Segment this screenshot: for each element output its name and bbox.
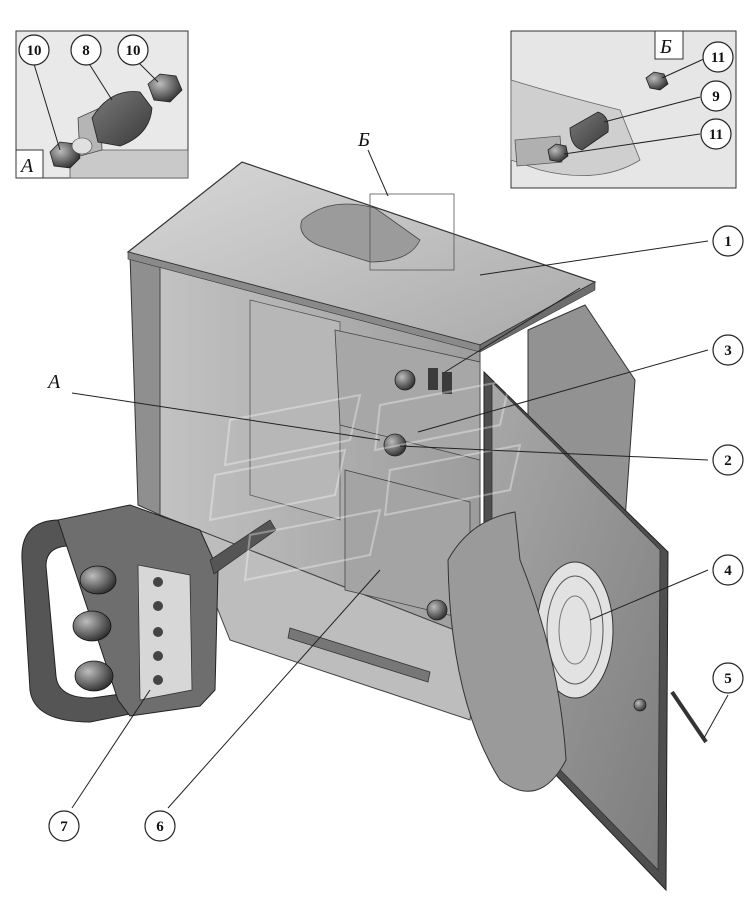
leader-11-bottom	[563, 133, 701, 155]
leader-1	[479, 240, 709, 276]
fuse-holder-body	[91, 91, 153, 147]
cabinet-left-wall	[129, 254, 161, 516]
leader-10-right	[137, 61, 159, 83]
leader-8	[87, 61, 113, 101]
view-b-marker	[369, 193, 455, 271]
callout-1-label: 1	[724, 234, 732, 250]
callout-c8: 8	[70, 34, 102, 66]
plug-pin-1	[79, 565, 117, 595]
callout-c9: 9	[700, 80, 732, 112]
inset-view-a: А	[15, 30, 189, 179]
leader-2	[399, 445, 709, 461]
callout-c11a: 11	[702, 41, 734, 73]
fuse-holder-2	[383, 433, 407, 457]
leader-10-left	[33, 63, 61, 151]
callout-11a-label: 11	[711, 50, 725, 66]
inset-view-b: Б	[510, 30, 737, 189]
leader-b-pointer	[367, 149, 389, 197]
socket-hole-4	[153, 651, 163, 661]
nut-11-bottom	[547, 143, 569, 163]
inset-a-letter: А	[19, 155, 34, 177]
callout-c3: 3	[712, 334, 744, 366]
door-latch	[633, 698, 647, 712]
watermark-logo	[208, 378, 522, 582]
terminal-block-a	[428, 368, 438, 390]
callout-2-label: 2	[724, 453, 732, 469]
callout-c5: 5	[712, 662, 744, 694]
cable-guide-disc	[447, 511, 567, 792]
callout-c4: 4	[712, 554, 744, 586]
fuse-holder-3	[394, 369, 416, 391]
callout-6-label: 6	[156, 819, 164, 835]
socket-hole-1	[153, 577, 163, 587]
door	[426, 370, 708, 892]
callout-8-label: 8	[82, 43, 90, 59]
connector-block	[21, 504, 277, 723]
leader-3a	[417, 349, 709, 433]
cable-reel-core	[558, 595, 592, 665]
connector-cable-arm	[209, 519, 277, 575]
callout-c1: 1	[712, 225, 744, 257]
callout-c10b: 10	[117, 34, 149, 66]
socket-hole-3	[153, 627, 163, 637]
callout-c10a: 10	[18, 34, 50, 66]
leader-9	[603, 96, 701, 123]
callout-c2: 2	[712, 444, 744, 476]
callout-9-label: 9	[712, 89, 720, 105]
callout-7-label: 7	[60, 819, 68, 835]
leader-5	[703, 694, 729, 739]
callout-10b-label: 10	[126, 43, 141, 59]
socket-hole-5	[153, 675, 163, 685]
inner-panel	[249, 299, 341, 521]
top-cutout	[300, 203, 421, 263]
leader-4	[589, 569, 709, 621]
inset-b-letter: Б	[659, 36, 672, 58]
leader-a-pointer	[71, 392, 381, 441]
callout-5-label: 5	[724, 671, 732, 687]
leader-7	[71, 689, 151, 809]
cable-reel-inner	[546, 575, 604, 685]
connector-face	[137, 564, 193, 701]
door-lock-knob	[426, 599, 448, 621]
callout-c11b: 11	[700, 118, 732, 150]
callout-4-label: 4	[724, 563, 732, 579]
insulator	[71, 137, 93, 155]
callout-c7: 7	[48, 810, 80, 842]
callout-3-label: 3	[724, 343, 732, 359]
inset-a-plate	[69, 149, 189, 179]
bottom-rail	[287, 627, 431, 683]
terminal-board	[334, 329, 481, 461]
callout-11b-label: 11	[709, 127, 723, 143]
view-b-pointer-letter: Б	[357, 129, 370, 151]
callout-10a-label: 10	[27, 43, 42, 59]
leader-lines	[71, 149, 729, 809]
plug-pin-2	[72, 610, 112, 642]
fuse-9-body	[569, 111, 609, 151]
terminal-block-b	[442, 372, 452, 394]
callout-c6: 6	[144, 810, 176, 842]
door-latch-handle	[670, 690, 708, 744]
nut-11-top	[645, 71, 669, 91]
leader-3b	[444, 287, 581, 373]
view-a-pointer-letter: А	[46, 371, 61, 393]
leader-11-top	[661, 57, 707, 79]
inset-a-letter-box	[15, 149, 44, 179]
leader-6	[167, 569, 381, 809]
inset-b-letter-box	[654, 30, 684, 60]
plug-pin-3	[74, 660, 114, 692]
socket-hole-2	[153, 601, 163, 611]
